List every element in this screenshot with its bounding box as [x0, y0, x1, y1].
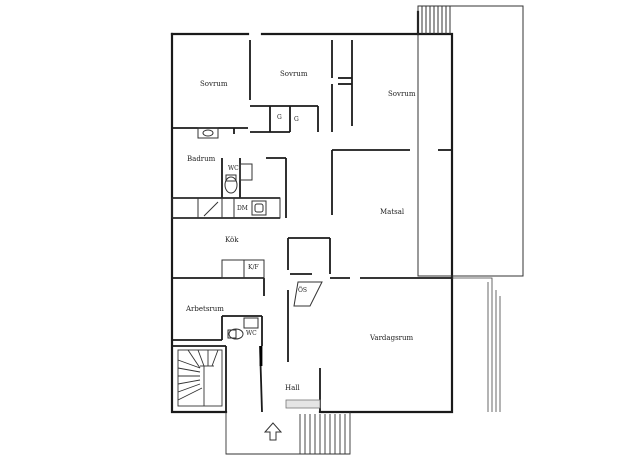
staircase [177, 349, 223, 407]
fixture-label-dm: DM [237, 205, 248, 212]
fixture-label-g1: G [277, 114, 282, 121]
fixture-label-g2: G [294, 116, 299, 123]
room-label-hall: Hall [285, 384, 300, 392]
storage-os [293, 281, 323, 307]
room-label-kok: Kök [225, 236, 239, 244]
fixture-label-os: ÖS [298, 287, 308, 294]
room-label-matsal: Matsal [380, 208, 405, 216]
room-label-vardagsrum: Vardagsrum [370, 334, 414, 342]
entrance-steps [225, 412, 351, 455]
kitchen-counter [171, 197, 281, 279]
fixture-label-wc2: WC [246, 330, 257, 337]
room-label-sovrum-1: Sovrum [200, 80, 228, 88]
room-label-sovrum-2: Sovrum [280, 70, 308, 78]
bathroom-fixtures [197, 127, 259, 340]
room-label-arbetsrum: Arbetsrum [186, 305, 224, 313]
fixture-label-kf: K/F [248, 264, 259, 271]
exterior-walls [170, 10, 454, 414]
terrace [452, 277, 501, 412]
room-label-sovrum-3: Sovrum [388, 90, 416, 98]
fixture-label-wc1: WC [228, 165, 239, 172]
entry-mat [285, 399, 321, 409]
up-arrow-icon [263, 422, 283, 441]
balcony [417, 5, 524, 277]
room-label-badrum: Badrum [187, 155, 216, 163]
